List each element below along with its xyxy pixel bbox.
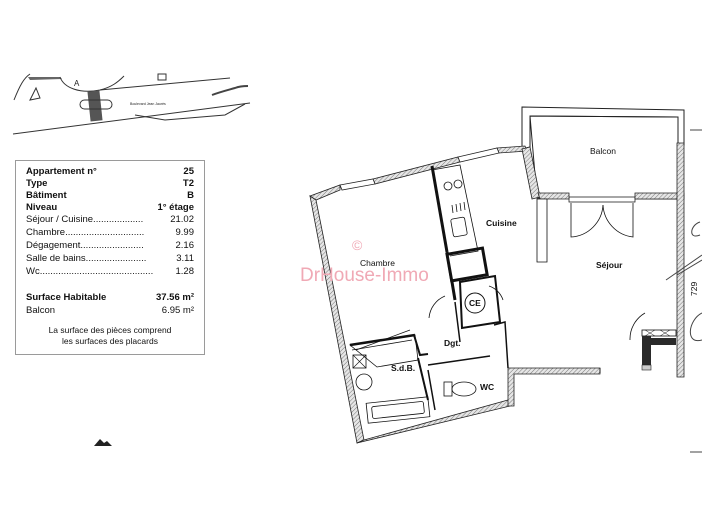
room-label-sejour: Séjour xyxy=(596,260,623,270)
row-salle-de-bains: Salle de bains.......................3.1… xyxy=(26,253,194,264)
svg-text:A: A xyxy=(74,79,80,88)
site-map-fragment: A Boulevard Jean Jaurès xyxy=(12,73,251,135)
room-label-balcon: Balcon xyxy=(590,146,616,156)
room-label-sdb: S.d.B. xyxy=(391,363,415,373)
interior-walls xyxy=(349,164,677,424)
room-label-cuisine: Cuisine xyxy=(486,218,517,228)
watermark-copyright-icon: © xyxy=(352,237,363,253)
dimension-label: 729 xyxy=(689,282,699,296)
row-degagement: Dégagement........................2.16 xyxy=(26,240,194,251)
room-label-dgt: Dgt. xyxy=(444,338,461,348)
row-wc: Wc......................................… xyxy=(26,266,194,277)
room-label-wc: WC xyxy=(480,382,494,392)
row-appartement: Appartement n°25 xyxy=(26,166,194,177)
windows xyxy=(339,147,500,191)
note-line-1: La surface des pièces comprend xyxy=(48,325,172,335)
street-label: Boulevard Jean Jaurès xyxy=(130,102,166,106)
compass-mark-icon xyxy=(94,439,112,446)
note-line-2: les surfaces des placards xyxy=(62,336,158,346)
row-sejour-cuisine: Séjour / Cuisine...................21.02 xyxy=(26,214,194,225)
room-label-chambre: Chambre xyxy=(360,258,395,268)
room-label-ce: CE xyxy=(469,298,481,308)
exterior-walls xyxy=(309,142,685,444)
handwritten-marks xyxy=(665,129,702,453)
row-chambre: Chambre..............................9.9… xyxy=(26,227,194,238)
watermark-text: DrHouse-Immo xyxy=(300,265,429,286)
